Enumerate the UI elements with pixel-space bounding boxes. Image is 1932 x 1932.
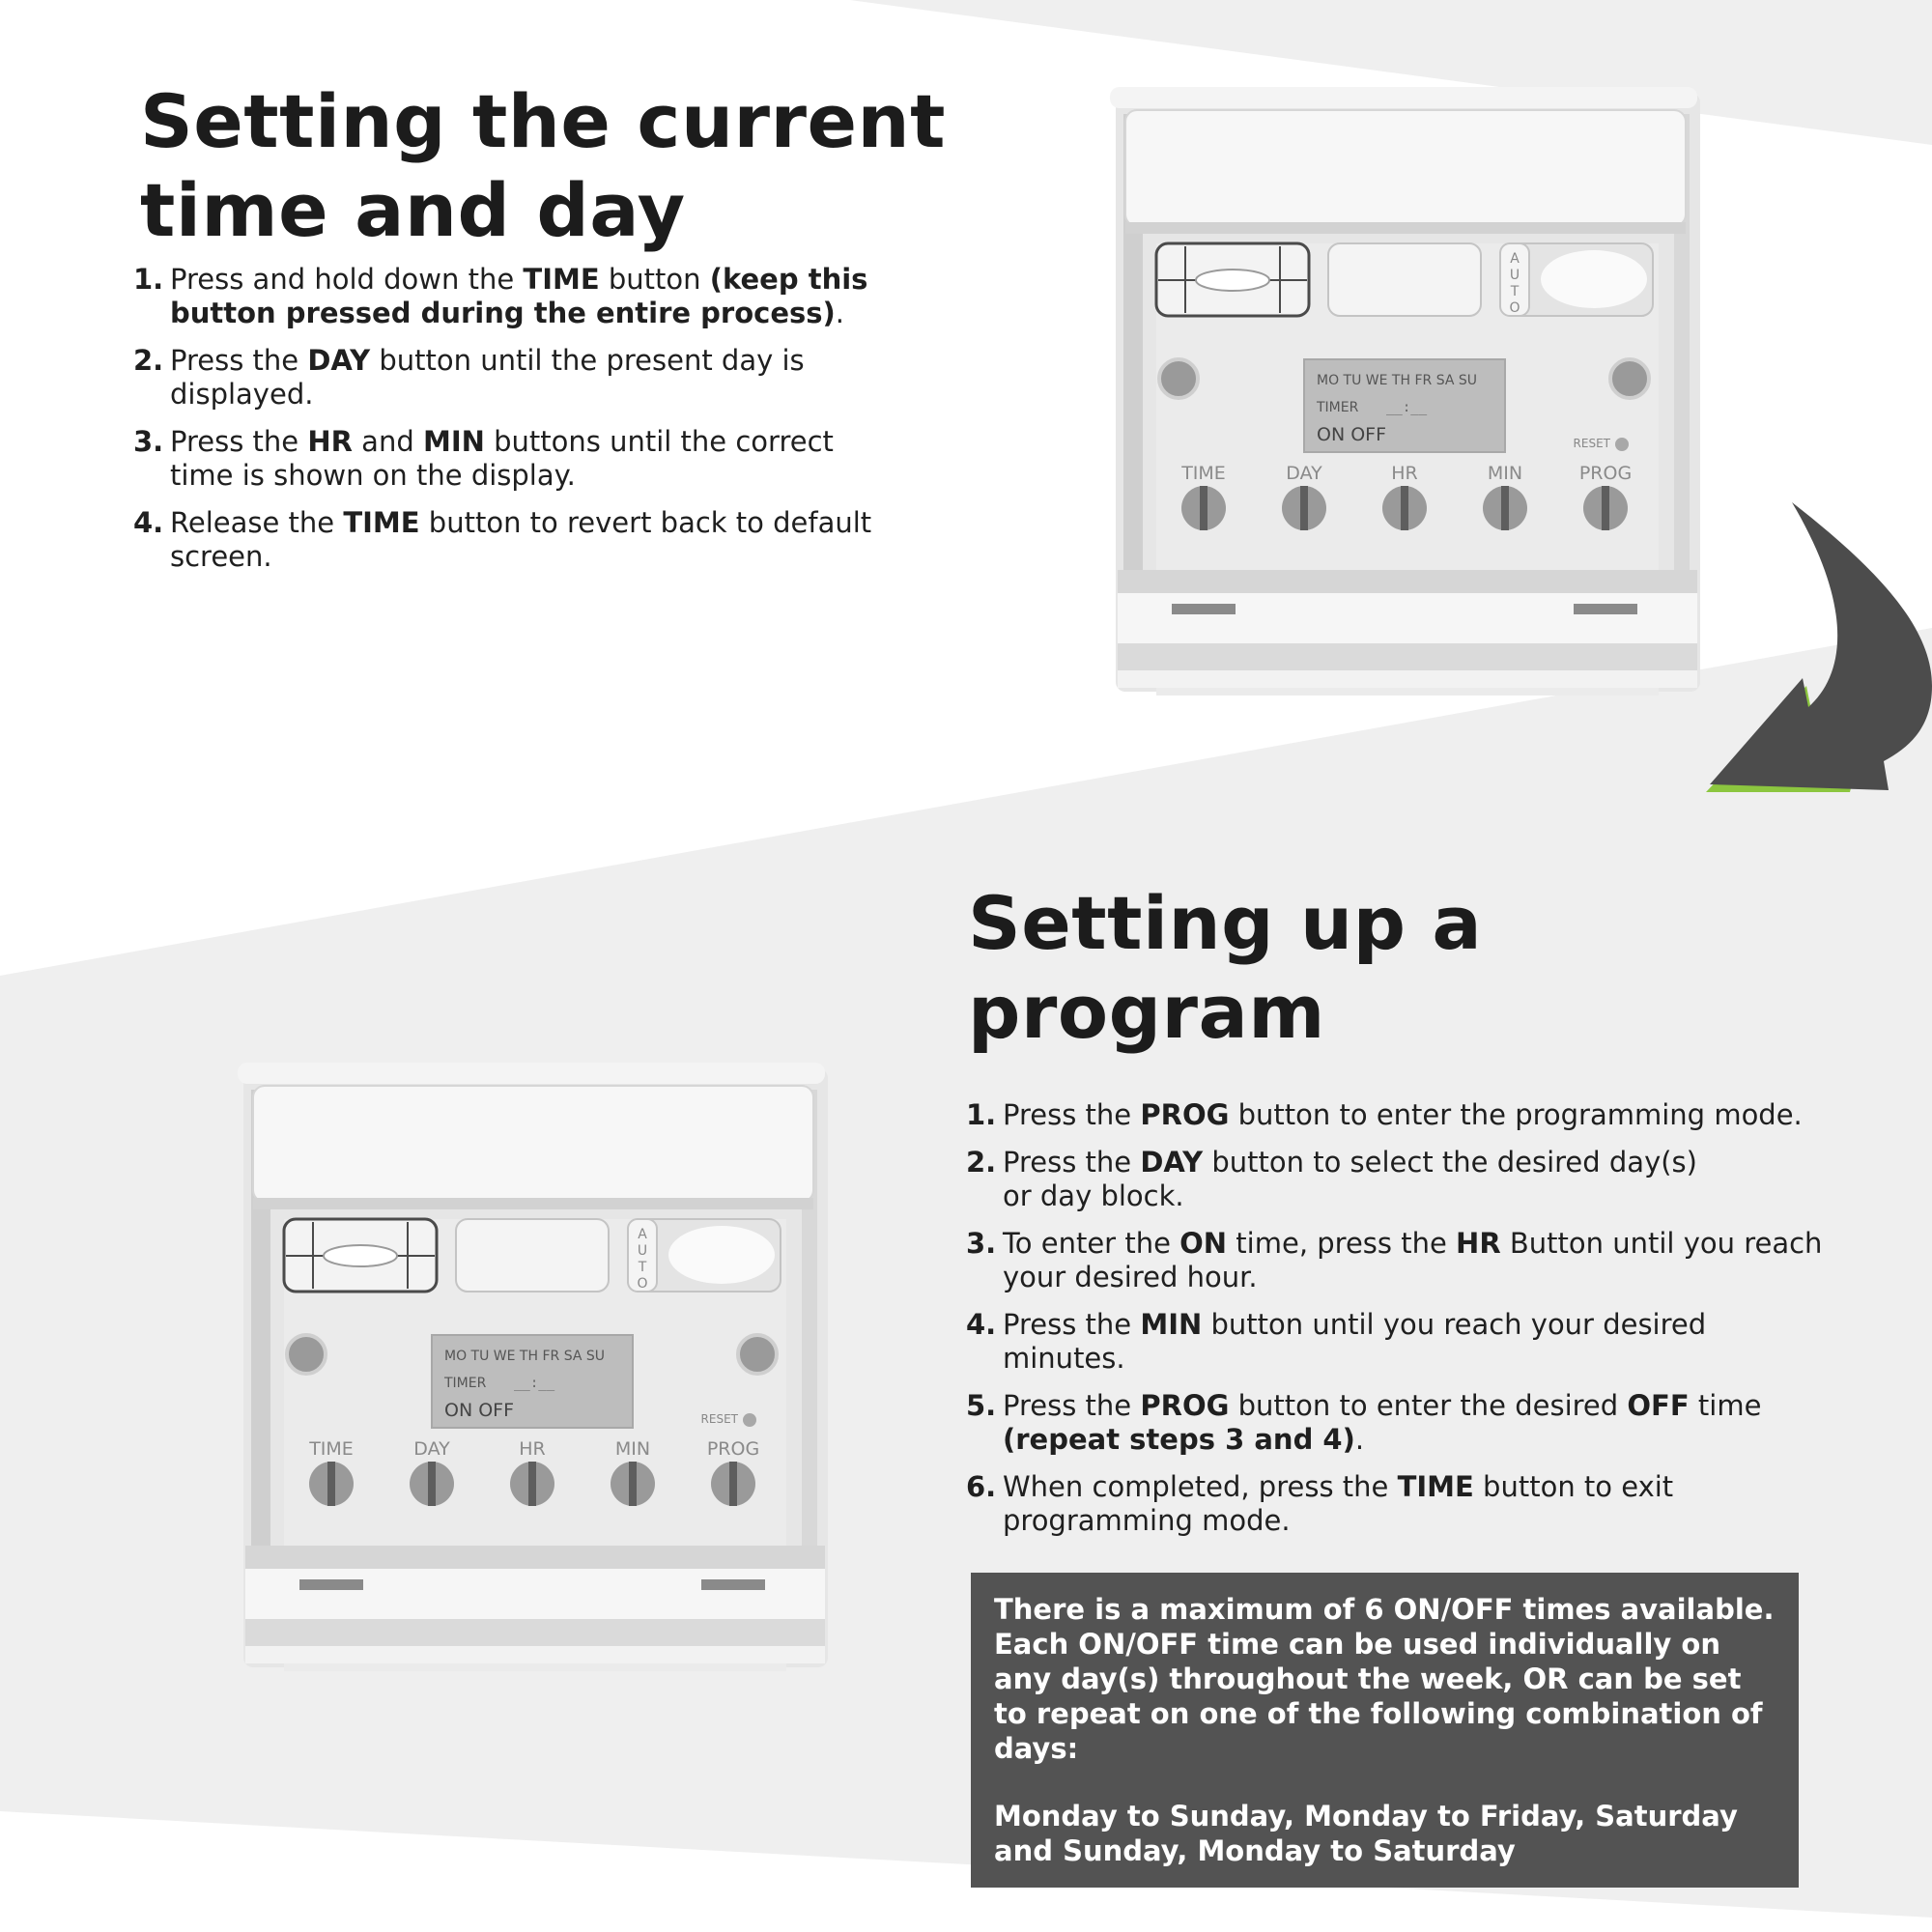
svg-text:MO TU WE TH FR SA SU: MO TU WE TH FR SA SU [1317,373,1477,388]
svg-text:ON OFF: ON OFF [1317,424,1386,445]
svg-text:U: U [638,1243,647,1259]
svg-text:A: A [638,1227,647,1242]
section2-steps: 1.Press the PROG button to enter the pro… [966,1098,1822,1551]
svg-text:PROG: PROG [707,1438,759,1460]
step-item: 4.Release the TIME button to revert back… [133,506,872,573]
note-paragraph: There is a maximum of 6 ON/OFF times ava… [994,1593,1775,1765]
svg-text:HR: HR [519,1438,546,1460]
svg-text:O: O [637,1276,647,1292]
svg-text:ON OFF: ON OFF [444,1400,514,1421]
curved-arrow-icon [1706,502,1932,792]
info-note-box: There is a maximum of 6 ON/OFF times ava… [971,1573,1799,1888]
step-item: 3.Press the HR and MIN buttons until the… [133,425,834,492]
svg-text:__:__: __:__ [514,1376,555,1391]
step-item: 4.Press the MIN button until you reach y… [966,1308,1707,1375]
timer-device-drawing: A U T O MO TU WE TH FR SA SU TIMER __:__… [1110,87,1700,696]
svg-text:TIMER: TIMER [1316,400,1359,415]
svg-text:HR: HR [1391,463,1418,484]
svg-text:A: A [1510,251,1520,267]
svg-text:O: O [1509,300,1520,316]
timer-device-illustration-top: A U T O MO TU WE TH FR SA SU TIMER __:__… [1106,87,1705,696]
svg-text:TIMER: TIMER [443,1376,487,1391]
svg-text:TIME: TIME [308,1438,354,1460]
step-item: 3.To enter the ON time, press the HR But… [966,1227,1823,1293]
screw-icon [285,1333,327,1376]
screw-icon [1157,357,1200,400]
step-item: 5.Press the PROG button to enter the des… [966,1389,1762,1456]
svg-text:MIN: MIN [1488,463,1522,484]
svg-text:MIN: MIN [615,1438,650,1460]
svg-text:T: T [1510,284,1520,299]
svg-text:RESET: RESET [701,1412,739,1426]
svg-text:RESET: RESET [1574,437,1611,450]
svg-text:DAY: DAY [413,1438,450,1460]
svg-text:MO TU WE TH FR SA SU: MO TU WE TH FR SA SU [444,1349,605,1364]
note-day-combinations: Monday to Sunday, Monday to Friday, Satu… [994,1800,1738,1867]
lcd-display [1303,358,1506,453]
step-item: 2.Press the DAY button until the present… [133,344,805,411]
svg-text:__:__: __:__ [1386,400,1428,415]
step-item: 1.Press and hold down the TIME button (k… [133,263,868,329]
screw-icon [736,1333,779,1376]
svg-text:T: T [638,1260,647,1275]
section1-steps: 1.Press and hold down the TIME button (k… [133,263,945,587]
lcd-display [431,1334,634,1429]
step-item: 6.When completed, press the TIME button … [966,1470,1674,1537]
step-item: 2.Press the DAY button to select the des… [966,1146,1697,1212]
timer-device-illustration-bottom: A U T O MO TU WE TH FR SA SU TIMER __:__… [234,1063,833,1671]
step-item: 1.Press the PROG button to enter the pro… [966,1098,1803,1131]
svg-text:PROG: PROG [1579,463,1632,484]
svg-text:U: U [1510,268,1520,283]
svg-text:DAY: DAY [1286,463,1322,484]
timer-device-drawing: A U T O MO TU WE TH FR SA SU TIMER __:__… [238,1063,828,1671]
screw-icon [1608,357,1651,400]
svg-text:TIME: TIME [1180,463,1226,484]
